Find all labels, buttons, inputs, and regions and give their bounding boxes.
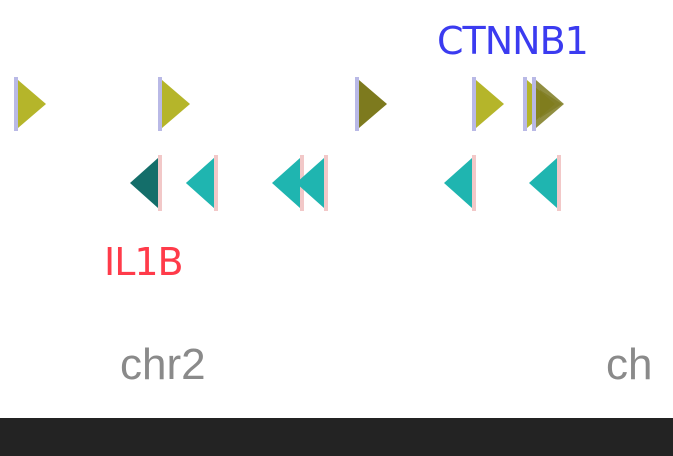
marker-edge <box>355 77 359 131</box>
forward-gene-marker[interactable] <box>355 77 387 131</box>
forward-arrow-icon <box>359 80 387 128</box>
bottom-panel-bar <box>0 418 673 456</box>
marker-edge <box>472 77 476 131</box>
chromosome-label-next: ch <box>606 340 653 389</box>
reverse-gene-marker[interactable] <box>186 158 214 208</box>
forward-gene-marker[interactable] <box>158 77 190 131</box>
forward-gene-marker[interactable] <box>472 77 504 131</box>
reverse-gene-marker[interactable] <box>130 155 162 211</box>
marker-edge <box>214 155 218 211</box>
reverse-arrow-icon <box>186 158 214 208</box>
marker-edge <box>158 77 162 131</box>
forward-strand-markers <box>14 77 564 131</box>
reverse-gene-marker[interactable] <box>296 155 328 211</box>
marker-edge <box>14 77 18 131</box>
marker-edge <box>557 155 561 211</box>
marker-edge <box>158 155 162 211</box>
marker-edge <box>532 77 536 131</box>
forward-gene-marker[interactable] <box>14 77 46 131</box>
chromosome-label-chr2: chr2 <box>120 340 206 389</box>
reverse-arrow-icon <box>130 158 158 208</box>
forward-arrow-icon <box>162 80 190 128</box>
reverse-strand-markers <box>130 155 561 211</box>
overlap-arrow-icon <box>540 90 562 118</box>
reverse-gene-marker[interactable] <box>529 155 561 211</box>
reverse-arrow-icon <box>296 158 324 208</box>
gene-marker-track <box>14 77 564 211</box>
marker-edge <box>324 155 328 211</box>
gene-label-ctnnb1[interactable]: CTNNB1 <box>437 19 589 63</box>
forward-arrow-icon <box>18 80 46 128</box>
reverse-arrow-icon <box>272 158 300 208</box>
reverse-arrow-icon <box>444 158 472 208</box>
reverse-gene-marker[interactable] <box>444 155 476 211</box>
gene-label-il1b[interactable]: IL1B <box>104 240 184 284</box>
forward-arrow-icon <box>476 80 504 128</box>
marker-edge <box>523 77 527 131</box>
reverse-arrow-icon <box>529 158 557 208</box>
marker-edge <box>472 155 476 211</box>
